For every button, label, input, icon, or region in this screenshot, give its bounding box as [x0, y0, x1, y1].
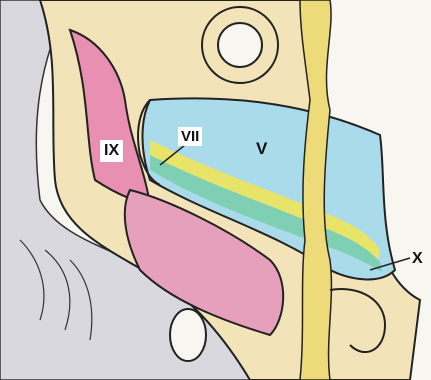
- label-v: V: [256, 140, 267, 157]
- label-x: X: [412, 251, 423, 267]
- lower-oval: [170, 309, 206, 361]
- label-vii: VII: [178, 127, 202, 146]
- round-structure-inner: [218, 23, 262, 67]
- label-ix: IX: [100, 140, 123, 162]
